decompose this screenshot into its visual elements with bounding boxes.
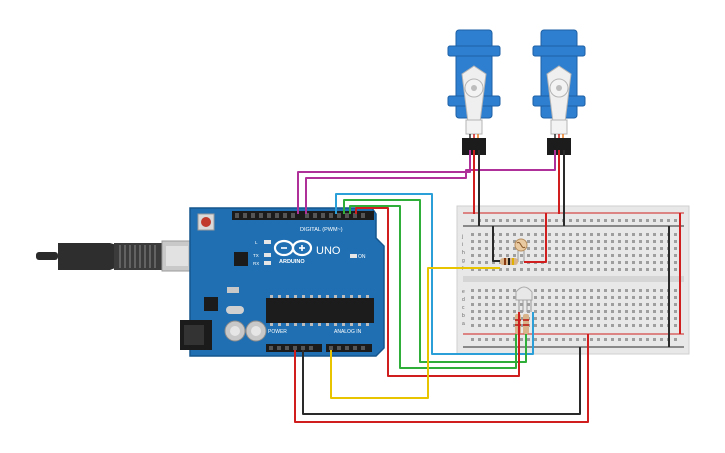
power-header-label: POWER <box>268 329 287 335</box>
usb-cable <box>36 240 193 272</box>
status-leds: L TX RX <box>253 240 357 266</box>
led-label-tx: TX <box>253 253 259 258</box>
row-letter-h: h <box>462 250 465 256</box>
wire-magenta-servo-1 <box>297 150 471 214</box>
row-letter-e: e <box>462 289 465 295</box>
model-label: UNO <box>316 245 341 257</box>
wire-black-photo <box>492 226 500 262</box>
row-letter-g: g <box>462 258 465 264</box>
photoresistor <box>514 238 528 262</box>
led-label-rx: RX <box>253 261 259 266</box>
arduino-logo-text: ARDUINO <box>279 259 305 265</box>
analog-header-label: ANALOG IN <box>334 329 362 335</box>
row-letter-i: i <box>462 242 463 248</box>
resistor-photo <box>500 258 518 265</box>
wire-red-photo <box>524 213 547 263</box>
rgb-led <box>515 286 533 312</box>
resistor-green <box>523 314 529 334</box>
row-letter-b: b <box>462 313 465 319</box>
atmega-chip <box>266 298 374 323</box>
wire-magenta-servo-2 <box>305 150 556 214</box>
row-letter-j: j <box>461 234 463 240</box>
wire-yellow <box>330 267 500 399</box>
row-letter-a: a <box>462 321 465 327</box>
row-letter-d: d <box>462 297 465 303</box>
wire-red-5v <box>294 334 589 423</box>
row-letter-c: c <box>462 305 465 311</box>
wire-blue <box>335 193 534 355</box>
breadboard: j i h g f e d c b a <box>456 205 690 355</box>
servo-1 <box>447 29 501 155</box>
wire-green-2 <box>349 205 517 369</box>
arduino-uno-board: DIGITAL (PWM~) ON L TX RX ARDUINO UNO <box>180 207 385 357</box>
wires <box>294 150 681 423</box>
servo-2 <box>532 29 586 155</box>
digital-header-label: DIGITAL (PWM~) <box>300 227 343 233</box>
wire-green-1 <box>343 199 527 363</box>
arduino-logo: ARDUINO <box>273 239 313 265</box>
on-label: ON <box>358 254 366 260</box>
wire-red-digital <box>355 207 520 377</box>
led-label-l: L <box>255 240 258 245</box>
wire-black-gnd <box>302 347 581 415</box>
